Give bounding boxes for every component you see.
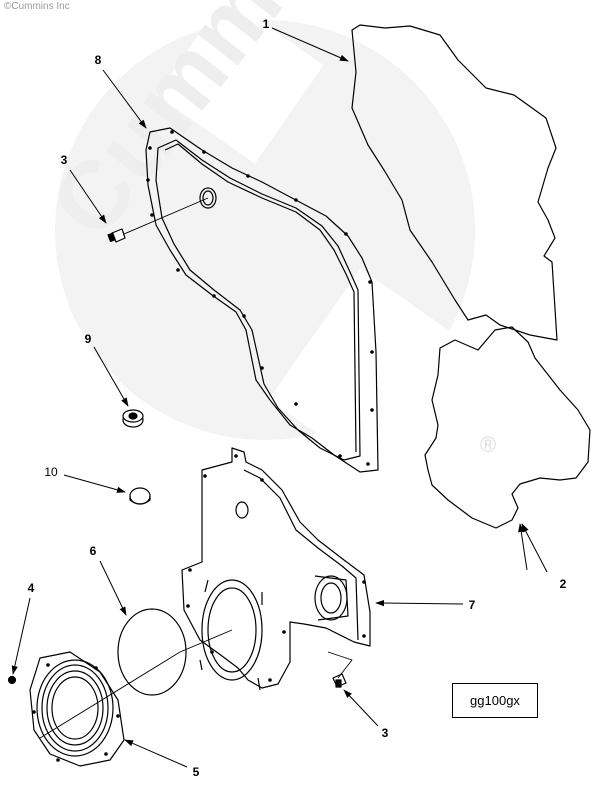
leader-arrows: [11, 27, 548, 768]
callout-6: 6: [89, 544, 97, 558]
part-2-gasket: [424, 326, 591, 529]
part-3-screw-lower: [327, 651, 353, 688]
reference-code: gg100gx: [470, 693, 520, 708]
callout-2: 2: [559, 577, 567, 591]
registered-mark: ®: [480, 432, 497, 457]
part-5-seal-housing: [29, 651, 125, 767]
callout-3-upper: 3: [60, 153, 68, 167]
callout-7: 7: [468, 598, 476, 612]
reference-code-box: gg100gx: [452, 683, 538, 718]
callout-9: 9: [84, 332, 92, 346]
callout-4: 4: [27, 581, 35, 595]
callout-3-lower: 3: [381, 726, 389, 740]
part-9-plug: [122, 409, 144, 428]
callout-10: 10: [44, 465, 58, 479]
part-4-dowel: [7, 675, 17, 685]
part-3-screw-upper: [107, 228, 126, 243]
callout-1: 1: [262, 17, 270, 31]
part-8-front-cover: [123, 127, 379, 473]
part-10-plug: [129, 487, 151, 505]
callout-8: 8: [94, 53, 102, 67]
copyright-text: ©Cummins Inc: [4, 1, 70, 12]
part-1-gasket: [351, 24, 558, 341]
part-6-seal-disk: [117, 608, 187, 696]
part-7-gear-cover: [181, 447, 371, 691]
callout-5: 5: [192, 765, 200, 779]
